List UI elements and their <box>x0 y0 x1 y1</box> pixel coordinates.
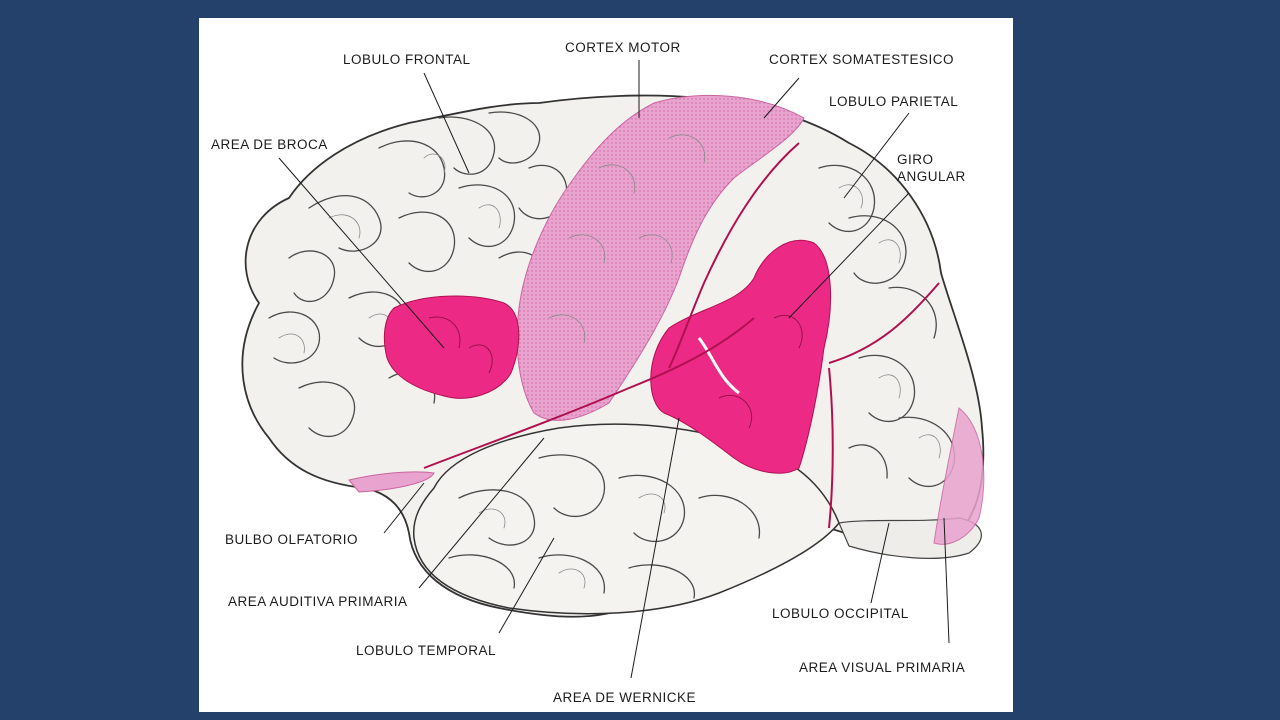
label-area-de-wernicke: AREA DE WERNICKE <box>553 690 696 705</box>
label-area-visual-primaria: AREA VISUAL PRIMARIA <box>799 660 965 675</box>
label-area-auditiva-primaria: AREA AUDITIVA PRIMARIA <box>228 594 408 609</box>
label-giro: GIRO <box>897 152 934 167</box>
brain-diagram: LOBULO FRONTAL CORTEX MOTOR CORTEX SOMAT… <box>199 18 1013 712</box>
label-cortex-somatestesico: CORTEX SOMATESTESICO <box>769 52 954 67</box>
label-lobulo-temporal: LOBULO TEMPORAL <box>356 643 496 658</box>
label-cortex-motor: CORTEX MOTOR <box>565 40 681 55</box>
label-area-de-broca: AREA DE BROCA <box>211 137 328 152</box>
label-angular: ANGULAR <box>897 169 966 184</box>
diagram-panel: LOBULO FRONTAL CORTEX MOTOR CORTEX SOMAT… <box>199 18 1013 712</box>
label-bulbo-olfatorio: BULBO OLFATORIO <box>225 532 358 547</box>
label-lobulo-parietal: LOBULO PARIETAL <box>829 94 958 109</box>
label-lobulo-occipital: LOBULO OCCIPITAL <box>772 606 909 621</box>
label-lobulo-frontal: LOBULO FRONTAL <box>343 52 471 67</box>
